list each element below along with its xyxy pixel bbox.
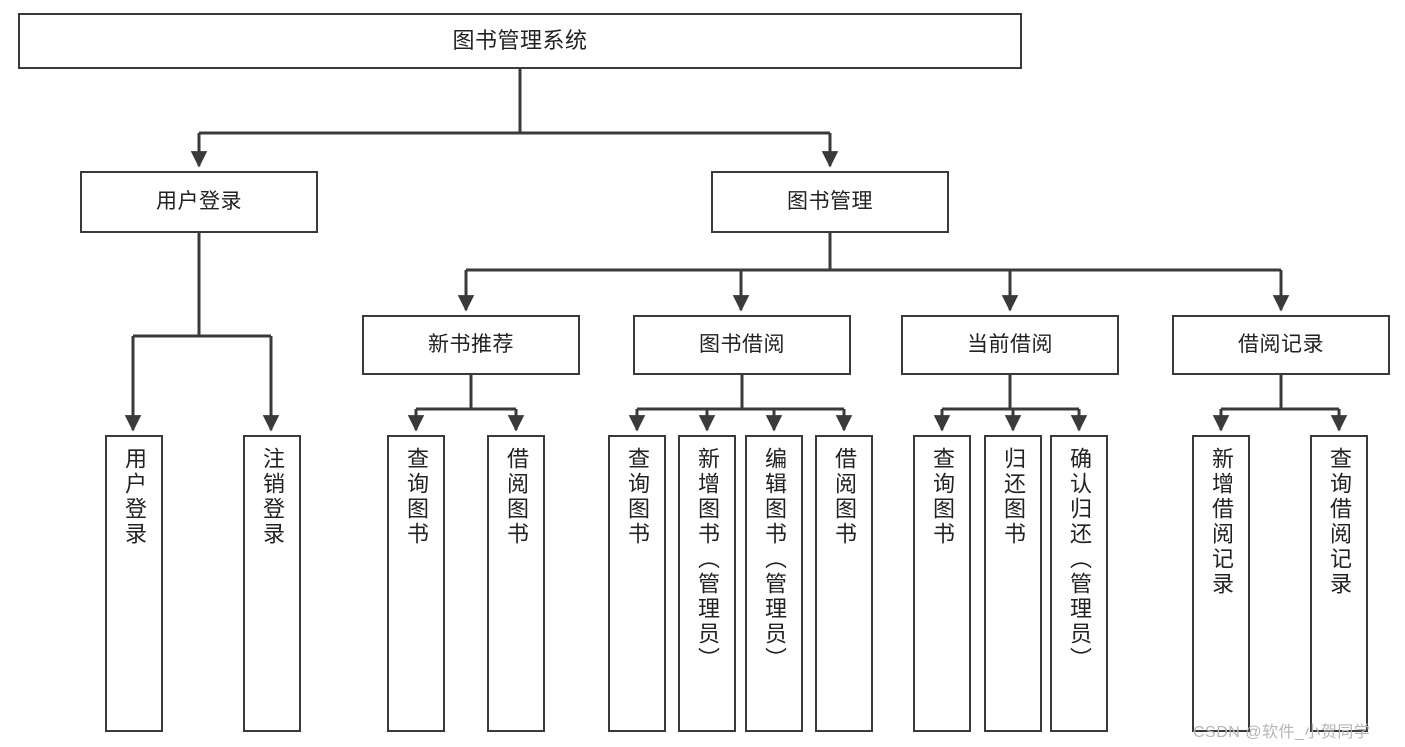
leaf-add-book-admin[interactable]: 新增图书（管理员）: [678, 435, 736, 732]
leaf-return-book[interactable]: 归还图书: [984, 435, 1042, 732]
leaf-logout[interactable]: 注销登录: [243, 435, 301, 732]
leaf-confirm-return-admin[interactable]: 确认归还（管理员）: [1050, 435, 1108, 732]
leaf-logout-label: 注销登录: [260, 447, 285, 547]
node-borrow-records-label: 借阅记录: [1238, 333, 1324, 357]
leaf-confirm-return-admin-label: 确认归还（管理员）: [1067, 447, 1092, 672]
leaf-lend-book[interactable]: 借阅图书: [815, 435, 873, 732]
leaf-query-book-current[interactable]: 查询图书: [913, 435, 971, 732]
leaf-borrow-book-recommend[interactable]: 借阅图书: [487, 435, 545, 732]
leaf-query-borrow-record[interactable]: 查询借阅记录: [1310, 435, 1368, 732]
leaf-query-book-borrow[interactable]: 查询图书: [608, 435, 666, 732]
leaf-query-book-recommend-label: 查询图书: [404, 447, 429, 547]
leaf-add-book-admin-label: 新增图书（管理员）: [695, 447, 720, 672]
leaf-add-borrow-record[interactable]: 新增借阅记录: [1192, 435, 1250, 732]
node-book-management[interactable]: 图书管理: [711, 171, 949, 233]
node-root-label: 图书管理系统: [452, 27, 588, 53]
node-book-borrow-label: 图书借阅: [699, 333, 785, 357]
leaf-query-borrow-record-label: 查询借阅记录: [1327, 447, 1352, 597]
leaf-query-book-recommend[interactable]: 查询图书: [387, 435, 445, 732]
leaf-lend-book-label: 借阅图书: [832, 447, 857, 547]
leaf-add-borrow-record-label: 新增借阅记录: [1209, 447, 1234, 597]
node-book-borrow[interactable]: 图书借阅: [633, 315, 851, 375]
leaf-user-login-label: 用户登录: [122, 447, 147, 547]
csdn-watermark: CSDN @软件_小贺同学: [1193, 724, 1371, 741]
leaf-borrow-book-recommend-label: 借阅图书: [504, 447, 529, 547]
node-user-login[interactable]: 用户登录: [80, 171, 318, 233]
node-new-book-recommend[interactable]: 新书推荐: [362, 315, 580, 375]
node-borrow-records[interactable]: 借阅记录: [1172, 315, 1390, 375]
node-current-borrow-label: 当前借阅: [967, 333, 1053, 357]
node-current-borrow[interactable]: 当前借阅: [901, 315, 1119, 375]
node-user-login-label: 用户登录: [156, 190, 242, 214]
leaf-return-book-label: 归还图书: [1001, 447, 1026, 547]
leaf-query-book-borrow-label: 查询图书: [625, 447, 650, 547]
leaf-user-login[interactable]: 用户登录: [105, 435, 163, 732]
node-root[interactable]: 图书管理系统: [18, 13, 1022, 69]
leaf-edit-book-admin[interactable]: 编辑图书（管理员）: [745, 435, 803, 732]
leaf-edit-book-admin-label: 编辑图书（管理员）: [762, 447, 787, 672]
leaf-query-book-current-label: 查询图书: [930, 447, 955, 547]
node-book-management-label: 图书管理: [787, 190, 873, 214]
node-new-book-recommend-label: 新书推荐: [428, 333, 514, 357]
